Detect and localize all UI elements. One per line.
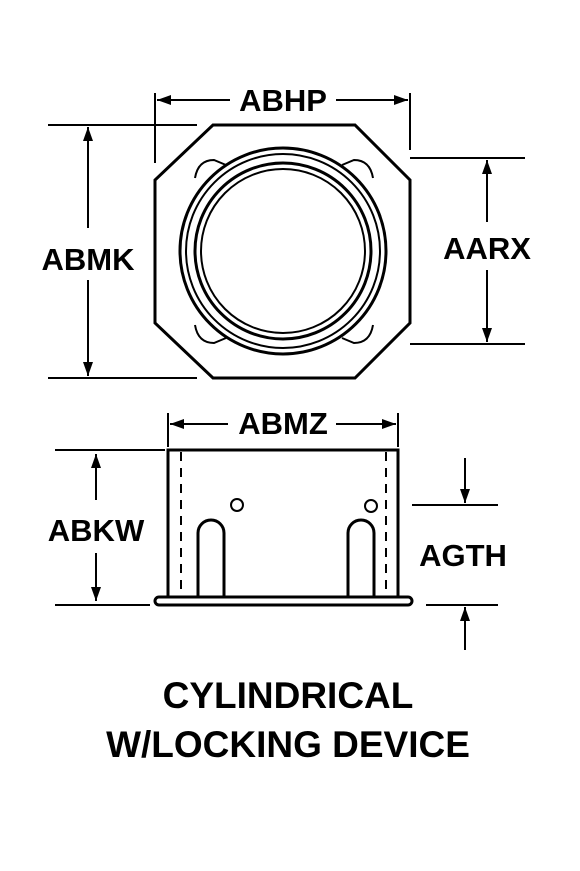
locking-pin-left [230,498,244,512]
top-view: ABHP ABMK AARX [42,83,531,380]
body-outline [166,448,400,597]
dimension-abkw: ABKW [48,449,165,606]
label-abmz: ABMZ [238,406,328,441]
dimension-abmz: ABMZ [167,406,399,447]
dimension-abmk: ABMK [42,124,197,379]
base-flange [153,595,414,607]
label-abkw: ABKW [48,513,145,548]
dimension-agth: AGTH [412,458,507,650]
dimension-abhp: ABHP [154,83,411,163]
label-aarx: AARX [443,231,531,266]
inner-ring [193,161,373,341]
caption-line-2: W/LOCKING DEVICE [106,724,470,765]
label-agth: AGTH [419,538,507,573]
dimension-aarx: AARX [410,157,531,345]
locking-slot-right [346,518,376,597]
bore [200,168,366,334]
locking-pin-right [364,499,378,513]
label-abmk: ABMK [42,242,136,277]
locking-lugs [194,158,374,345]
flange-outline [153,123,412,380]
caption: CYLINDRICAL W/LOCKING DEVICE [106,675,470,765]
caption-line-1: CYLINDRICAL [163,675,414,716]
label-abhp: ABHP [239,83,327,118]
middle-ring [185,153,381,349]
side-view: ABMZ ABKW AGTH [48,406,507,650]
outer-ring [178,146,388,356]
locking-slot-left [196,518,226,597]
